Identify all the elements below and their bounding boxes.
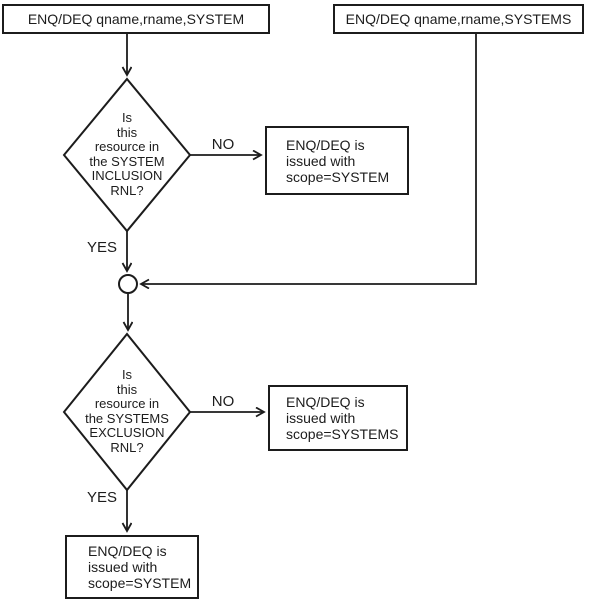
start-node-enqdeq-system: ENQ/DEQ qname,rname,SYSTEM — [2, 4, 270, 34]
result-node-scope-system-bottom: ENQ/DEQ is issued with scope=SYSTEM — [65, 535, 199, 599]
decision1-yes-label: YES — [86, 239, 117, 256]
edge-startright-to-circle — [141, 34, 477, 284]
decision1-diamond — [62, 77, 192, 233]
decision2-diamond — [62, 332, 192, 492]
decision2-no-label: NO — [211, 393, 235, 410]
decision2-yes-label: YES — [86, 489, 117, 506]
connector-circle — [118, 274, 138, 294]
result-node-scope-system-upper: ENQ/DEQ is issued with scope=SYSTEM — [265, 126, 409, 195]
start-node-enqdeq-systems: ENQ/DEQ qname,rname,SYSTEMS — [333, 4, 584, 34]
result-node-scope-systems: ENQ/DEQ is issued with scope=SYSTEMS — [268, 385, 408, 451]
decision1-inclusion-rnl-label: Is this resource in the SYSTEM INCLUSION… — [89, 110, 165, 198]
decision2-exclusion-rnl-label: Is this resource in the SYSTEMS EXCLUSIO… — [85, 367, 169, 455]
decision1-no-label: NO — [211, 136, 235, 153]
